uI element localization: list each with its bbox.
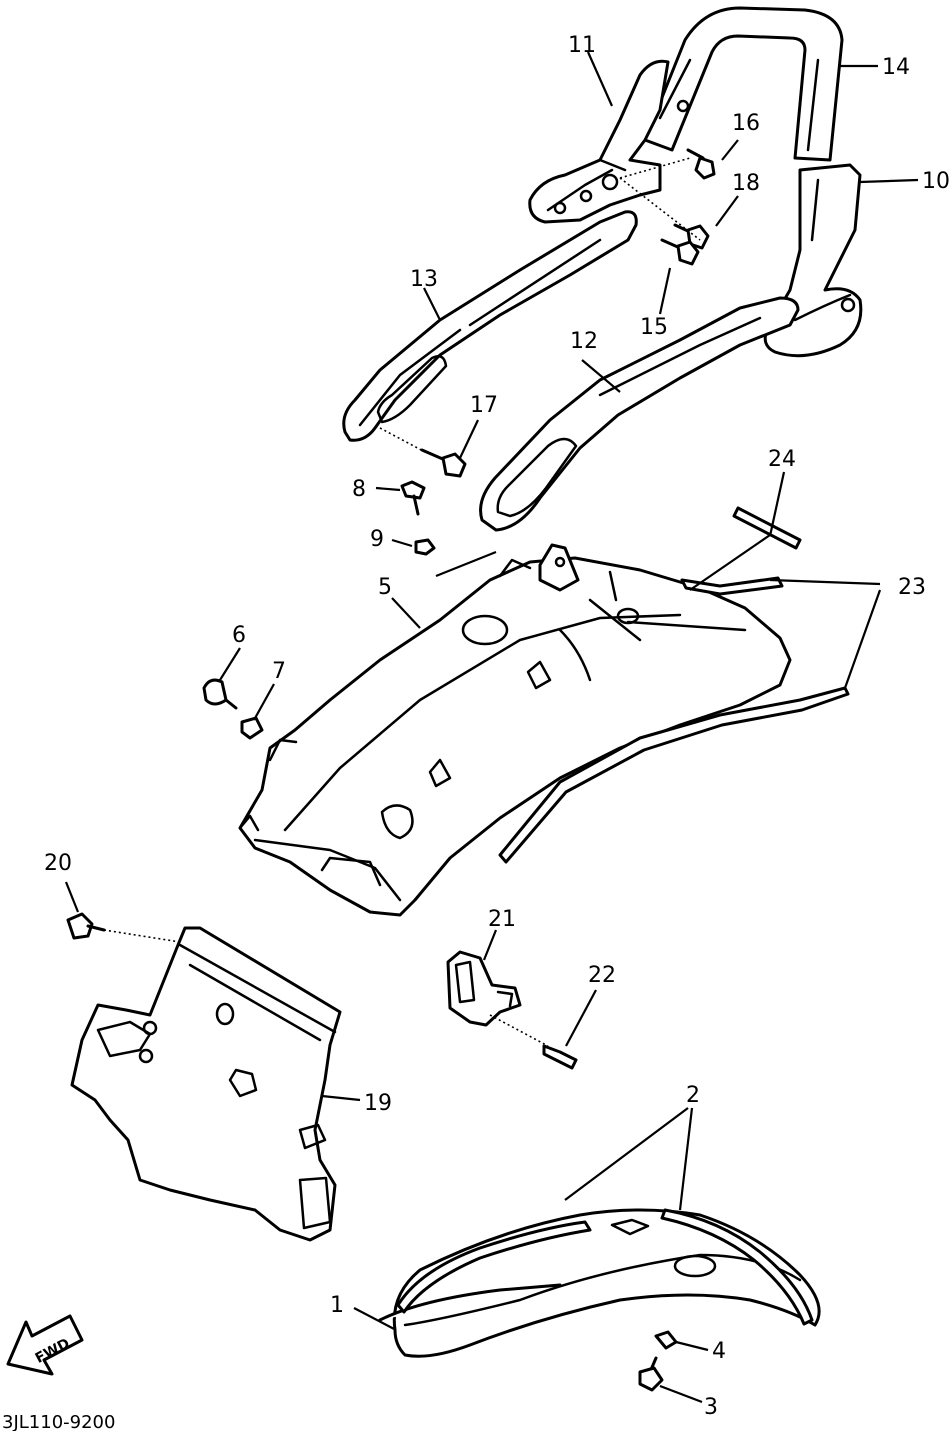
- callout-labels: 1 2 3 4 5 6 7 8 9 10 11 12 13 14 15 16 1…: [44, 33, 950, 1420]
- fender-trim: [498, 576, 850, 864]
- callout-19: 19: [364, 1091, 392, 1116]
- callout-1: 1: [330, 1293, 344, 1318]
- left-bracket: [528, 59, 670, 224]
- assembly-line: [379, 427, 426, 453]
- assembly-line: [619, 157, 691, 179]
- callout-21: 21: [488, 907, 516, 932]
- screw-22: [542, 1044, 578, 1070]
- callout-17: 17: [470, 393, 498, 418]
- nut-4: [654, 1330, 678, 1350]
- nut-9: [414, 538, 436, 556]
- front-fender: [378, 1208, 821, 1358]
- assembly-line: [103, 929, 181, 943]
- callout-3: 3: [704, 1395, 718, 1420]
- callout-8: 8: [352, 477, 366, 502]
- callout-24: 24: [768, 447, 796, 472]
- callout-7: 7: [272, 659, 286, 684]
- bolt-17: [420, 448, 467, 478]
- bolt-8: [400, 480, 426, 516]
- callout-18: 18: [732, 171, 760, 196]
- leader-lines: [64, 51, 919, 1404]
- callout-23: 23: [898, 575, 926, 600]
- rivet-6: [202, 678, 238, 710]
- fwd-arrow-icon: FWD: [6, 1314, 84, 1376]
- callout-13: 13: [410, 267, 438, 292]
- rear-fender: [238, 543, 792, 917]
- backrest-bar: [643, 6, 844, 162]
- callout-22: 22: [588, 963, 616, 988]
- callout-4: 4: [712, 1339, 726, 1364]
- left-grab-rail: [342, 210, 638, 442]
- nut-7: [240, 716, 264, 740]
- fender-trim-2: [396, 1208, 814, 1326]
- callout-10: 10: [922, 169, 950, 194]
- callout-9: 9: [370, 527, 384, 552]
- bolt-16: [686, 148, 716, 180]
- strip: [732, 506, 802, 550]
- bracket-21: [446, 950, 522, 1027]
- callout-16: 16: [732, 111, 760, 136]
- bolt-15: [660, 238, 700, 266]
- assembly-line: [619, 177, 701, 241]
- inner-fender: [70, 926, 342, 1242]
- assembly-line: [489, 1014, 549, 1047]
- callout-20: 20: [44, 851, 72, 876]
- callout-15: 15: [640, 315, 668, 340]
- callout-2: 2: [686, 1083, 700, 1108]
- bolt-20: [66, 912, 106, 940]
- callout-6: 6: [232, 623, 246, 648]
- callout-5: 5: [378, 575, 392, 600]
- callout-11: 11: [568, 33, 596, 58]
- drawing-code: 3JL110-9200: [2, 1412, 115, 1431]
- bolt-3: [638, 1356, 664, 1392]
- right-grab-rail: [479, 296, 800, 532]
- callout-12: 12: [570, 329, 598, 354]
- callout-14: 14: [882, 55, 910, 80]
